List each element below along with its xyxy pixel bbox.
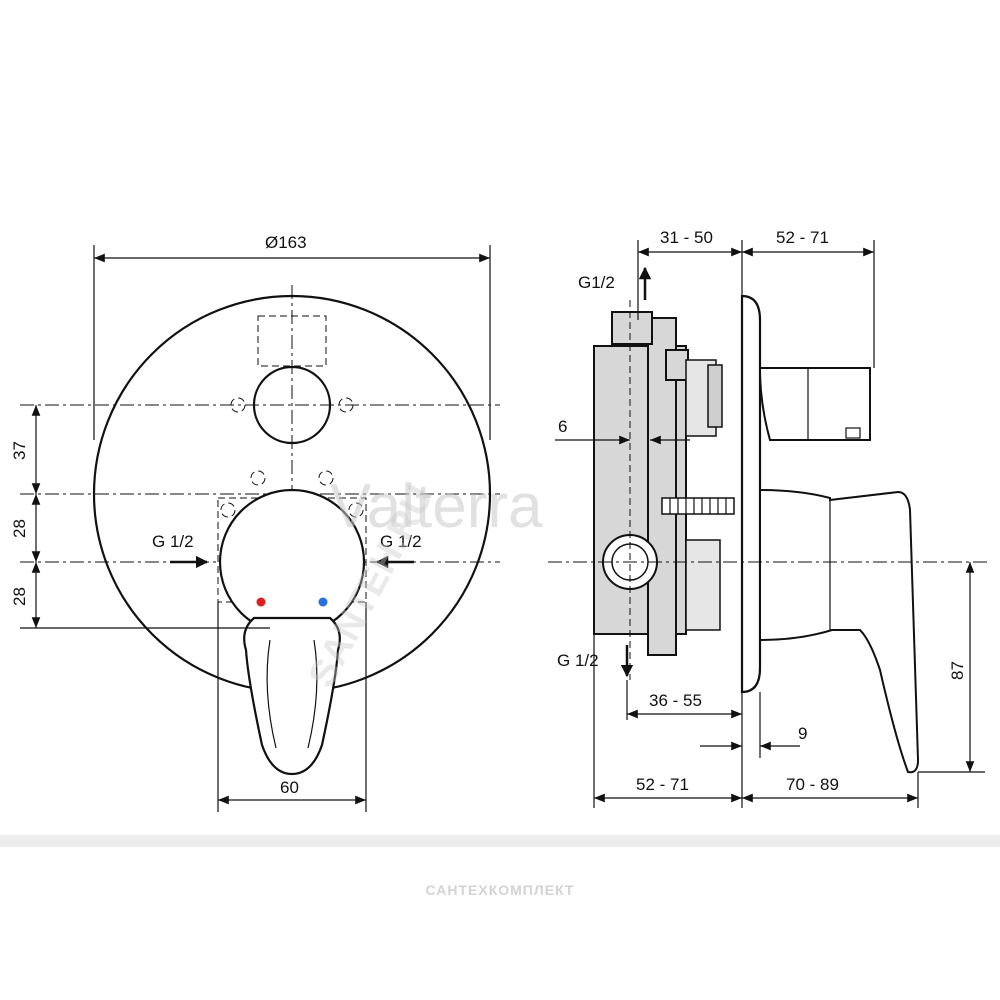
diameter-label: Ø163 [265,233,307,252]
dim-label-28-lower: 28 [10,587,29,606]
dim-label-70-89: 70 - 89 [786,775,839,794]
lever-side [759,488,920,774]
dim-label-52-71-bottom: 52 - 71 [636,775,689,794]
dim-label-36-55: 36 - 55 [649,691,702,710]
outlet-label-bottom: G 1/2 [557,651,599,670]
dim-label-6: 6 [558,417,567,436]
diverter-knob [758,367,871,441]
diverter-hole [252,365,332,445]
dim-label-9: 9 [798,724,807,743]
dim-label-87: 87 [948,661,967,680]
dim-label-31-50: 31 - 50 [660,228,713,247]
hot-marker [256,597,266,607]
brand-watermark: Valterra [330,472,543,541]
cover-plate-side [740,294,762,694]
front-view: G 1/2 G 1/2 Ø163 37 28 28 60 [10,233,500,812]
footer-watermark: САНТЕХКОМПЛЕКТ [0,882,1000,898]
dim-label-60: 60 [280,778,299,797]
outlet-label-top: G1/2 [578,273,615,292]
inlet-label-left: G 1/2 [152,532,194,551]
hidden-body-top [257,315,327,367]
inlet-label-right: G 1/2 [380,532,422,551]
mounting-lugs [220,397,364,518]
dim-label-52-71-top: 52 - 71 [776,228,829,247]
cold-marker [318,597,328,607]
mounting-screw [661,497,735,515]
dim-label-28-upper: 28 [10,519,29,538]
footer-watermark-text: САНТЕХКОМПЛЕКТ [425,882,575,898]
dim-label-37: 37 [10,441,29,460]
side-view: 31 - 50 52 - 71 G1/2 G 1/2 6 36 - 55 9 5… [548,228,990,808]
footer-band [0,835,1000,847]
